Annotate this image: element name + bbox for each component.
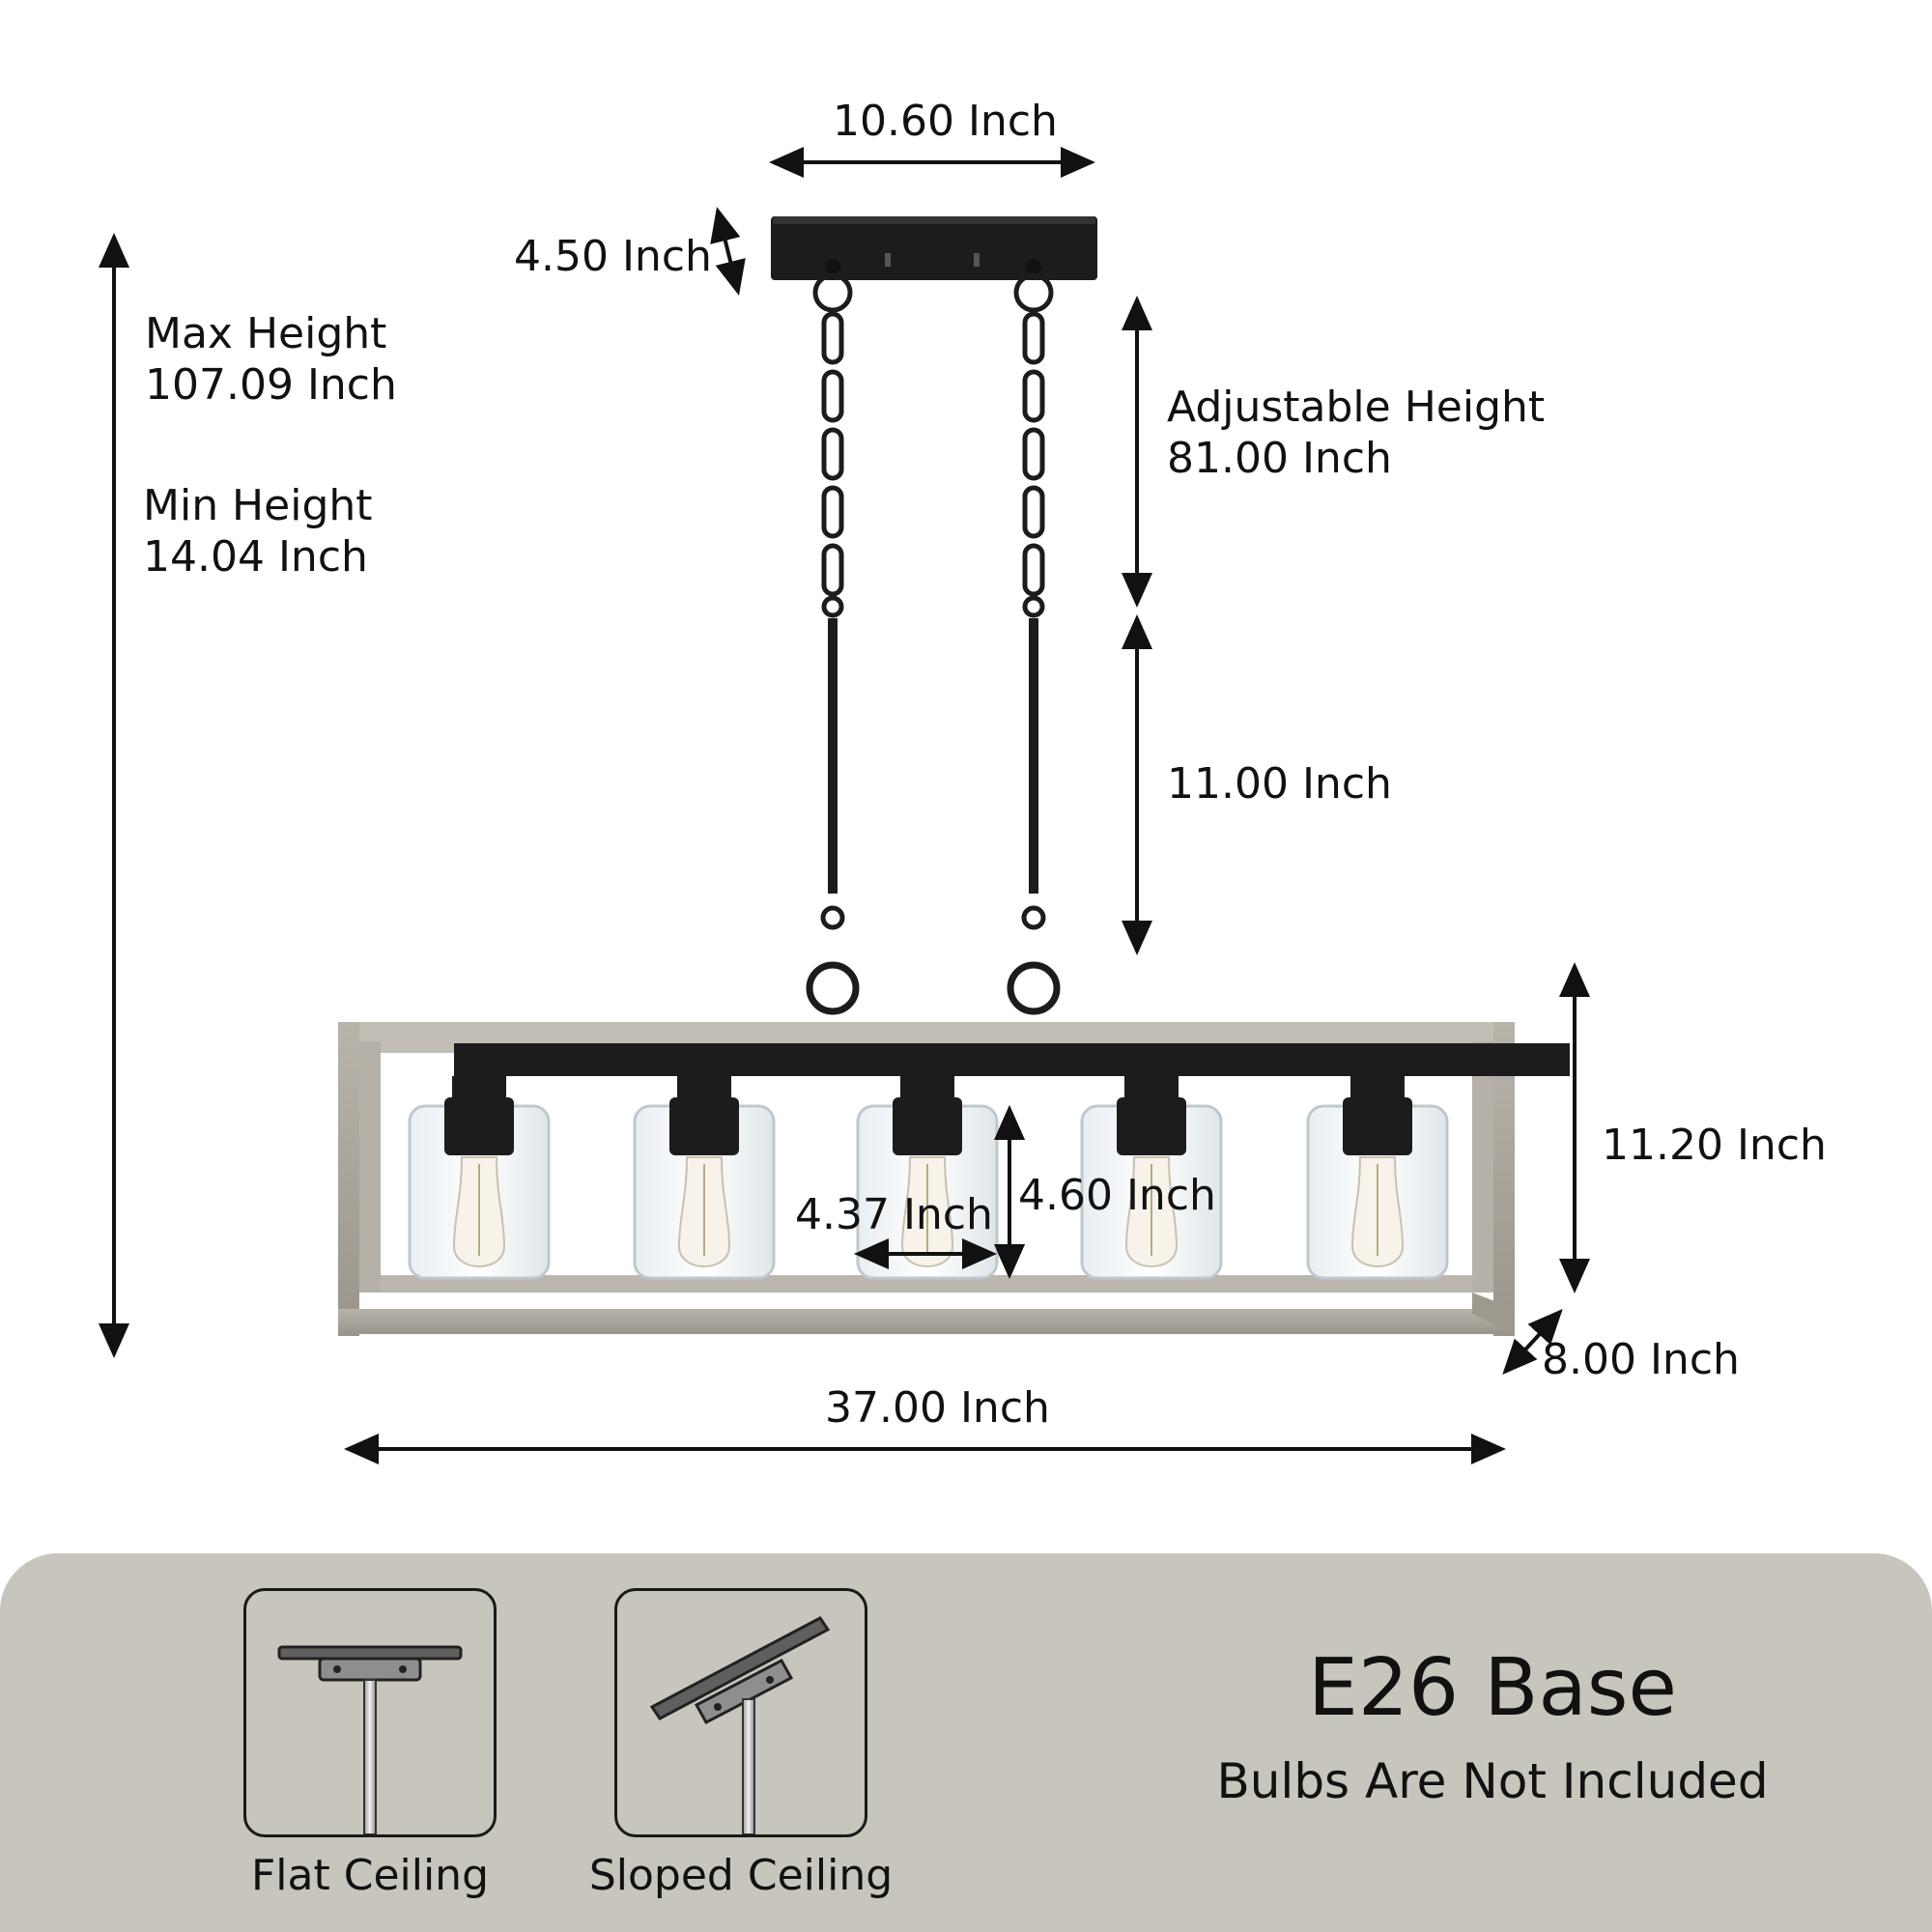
flat-ceiling-caption: Flat Ceiling <box>250 1851 490 1900</box>
adjustable-height-label: Adjustable Height 81.00 Inch <box>1167 383 1545 485</box>
fixture-depth-arrow <box>1502 1309 1563 1375</box>
socket-bar <box>454 1043 1570 1076</box>
rod-length-label: 11.00 Inch <box>1167 759 1392 809</box>
shade-3 <box>856 1076 999 1280</box>
shade-dimension-arrows <box>854 1105 1025 1279</box>
shade-4 <box>1080 1076 1223 1280</box>
suspension-chains <box>806 272 1061 1015</box>
ceiling-canopy <box>771 216 1097 280</box>
sloped-ceiling-card <box>614 1588 867 1837</box>
sloped-ceiling-icon <box>649 1616 831 1835</box>
base-type-title: E26 Base <box>1308 1642 1677 1734</box>
max-height-value: 107.09 Inch <box>145 359 397 410</box>
min-height-value: 14.04 Inch <box>143 531 368 582</box>
sloped-ceiling-caption: Sloped Ceiling <box>588 1851 894 1900</box>
flat-ceiling-icon <box>277 1645 463 1835</box>
shade-height-label: 4.60 Inch <box>1018 1171 1216 1220</box>
fixture-width-label: 37.00 Inch <box>825 1383 1050 1433</box>
bulbs-note: Bulbs Are Not Included <box>1216 1753 1769 1809</box>
max-height-title: Max Height <box>145 309 387 358</box>
fixture-depth-label: 8.00 Inch <box>1542 1335 1740 1384</box>
adjustable-height-title: Adjustable Height <box>1167 383 1546 432</box>
shade-2 <box>633 1076 776 1280</box>
shade-5 <box>1306 1076 1449 1280</box>
adjustable-height-value: 81.00 Inch <box>1167 433 1392 483</box>
canopy-depth-label: 4.50 Inch <box>514 232 712 281</box>
canopy-depth-arrow <box>710 207 746 296</box>
fixture-height-label: 11.20 Inch <box>1602 1121 1827 1170</box>
glass-shades <box>408 1076 1449 1280</box>
min-height-title: Min Height <box>143 481 373 530</box>
flat-ceiling-card <box>243 1588 497 1837</box>
shade-1 <box>408 1076 551 1280</box>
max-height-label: Max Height 107.09 Inch <box>145 309 397 412</box>
min-height-label: Min Height 14.04 Inch <box>143 481 373 583</box>
shade-width-label: 4.37 Inch <box>795 1190 993 1239</box>
canopy-width-label: 10.60 Inch <box>833 97 1058 146</box>
